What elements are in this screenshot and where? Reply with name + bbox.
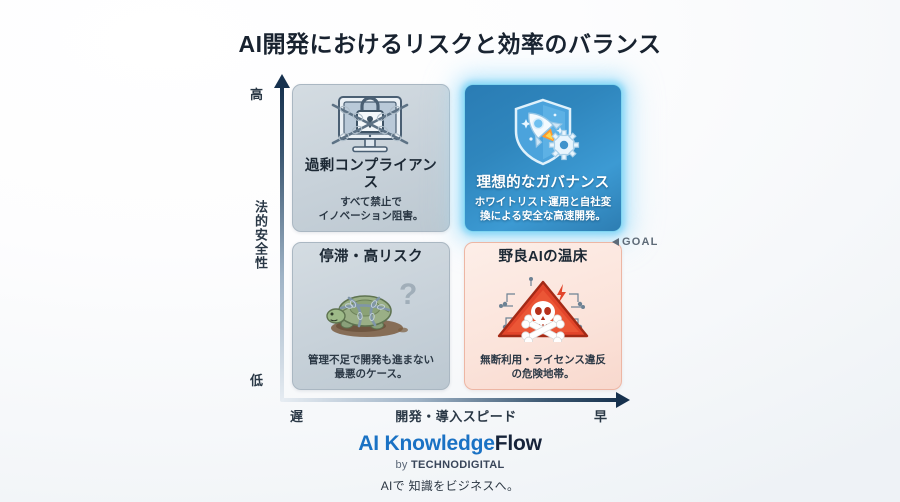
quadrant-over-compliance[interactable]: 過剰コンプライアンス すべて禁止で イノベーション阻害。 (292, 84, 450, 232)
chained-turtle-icon: ? (300, 266, 442, 350)
shield-rocket-gear-icon (472, 91, 614, 175)
desc-line-1: 管理不足で開発も進まない (308, 353, 434, 366)
brand-flow-text: Flow (494, 432, 542, 455)
y-axis-label: 法的安全性 (253, 200, 268, 270)
x-axis-label: 開発・導入スピード (395, 409, 517, 424)
y-axis-arrow-icon (274, 74, 290, 88)
quadrant-description: 無断利用・ライセンス違反 の危険地帯。 (480, 353, 606, 381)
quadrant-description: 管理不足で開発も進まない 最悪のケース。 (308, 353, 434, 381)
quadrant-shadow-ai-hotbed[interactable]: 野良AIの温床 (464, 242, 622, 390)
quadrant-title: 野良AIの温床 (498, 249, 588, 265)
desc-line-2: の危険地帯。 (511, 367, 575, 380)
desc-line-1: すべて禁止で (340, 195, 402, 208)
desc-line-2: イノベーション阻害。 (318, 209, 424, 222)
goal-label: GOAL (622, 236, 659, 248)
desc-line-2: 最悪のケース。 (334, 367, 408, 380)
brand-knowledge-text: Knowledge (378, 432, 495, 455)
x-axis-low-tick: 遅 (290, 409, 304, 424)
x-axis-high-tick: 早 (594, 409, 608, 424)
company-name: TECHNODIGITAL (411, 459, 505, 472)
brand-name: AI KnowledgeFlow (0, 432, 900, 456)
skull-warning-triangle-icon (472, 266, 614, 350)
goal-marker: GOAL (612, 236, 659, 248)
quadrant-title: 過剰コンプライアンス (304, 157, 438, 192)
x-axis-arrow-icon (616, 392, 630, 408)
quadrant-description: すべて禁止で イノベーション阻害。 (319, 195, 424, 223)
company-byline: by TECHNODIGITAL (0, 459, 900, 471)
brand-ai-text: AI (358, 432, 379, 455)
desc-line-2: 換による安全な高速開発。 (480, 209, 606, 222)
quadrant-title: 停滞・高リスク (319, 249, 423, 265)
quadrant-grid: 過剰コンプライアンス すべて禁止で イノベーション阻害。 (292, 84, 622, 390)
page-title: AI開発におけるリスクと効率のバランス (238, 31, 662, 57)
triangle-left-icon (612, 238, 619, 246)
footer-branding: AI KnowledgeFlow by TECHNODIGITAL AIで 知識… (0, 432, 900, 494)
quadrant-stagnation-high-risk[interactable]: 停滞・高リスク ? (292, 242, 450, 390)
desc-line-1: ホワイトリスト運用と自社変 (474, 195, 612, 208)
quadrant-ideal-governance[interactable]: 理想的なガバナンス ホワイトリスト運用と自社変 換による安全な高速開発。 (464, 84, 622, 232)
locked-computer-icon (300, 91, 442, 158)
y-axis-high-tick: 高 (250, 87, 264, 102)
by-word: by (395, 459, 412, 472)
quadrant-description: ホワイトリスト運用と自社変 換による安全な高速開発。 (475, 195, 612, 223)
tagline: AIで 知識をビジネスへ。 (380, 479, 520, 494)
quadrant-matrix: 高 低 法的安全性 遅 早 開発・導入スピード (246, 74, 646, 424)
svg-text:?: ? (399, 278, 417, 311)
quadrant-title: 理想的なガバナンス (476, 175, 610, 192)
desc-line-1: 無断利用・ライセンス違反 (480, 353, 606, 366)
x-axis-line (282, 398, 620, 402)
y-axis-low-tick: 低 (250, 373, 264, 388)
y-axis-line (280, 86, 284, 402)
